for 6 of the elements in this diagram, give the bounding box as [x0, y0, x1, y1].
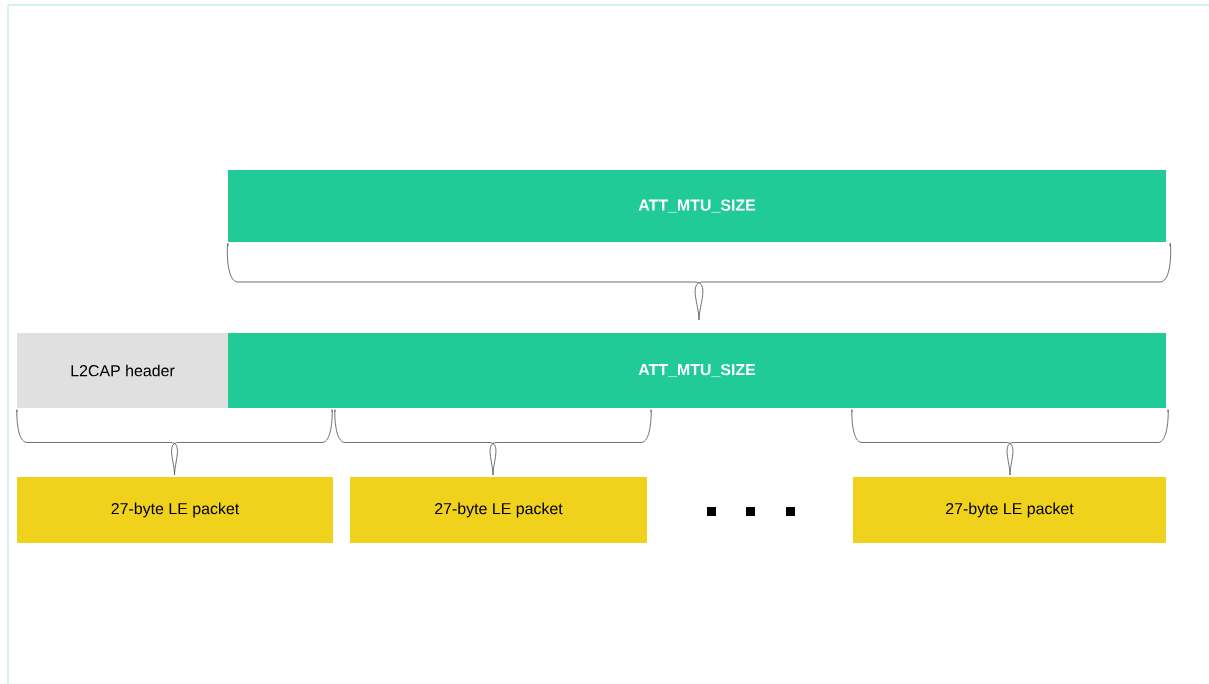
- size-bar: ATT_MTU_SIZE: [228, 170, 1166, 242]
- packet-box: 27-byte LE packet: [350, 477, 647, 543]
- packet-box: 27-byte LE packet: [17, 477, 333, 543]
- packet-box: 27-byte LE packet: [853, 477, 1166, 543]
- header-box: L2CAP header: [17, 333, 228, 408]
- size-bar: ATT_MTU_SIZE: [228, 333, 1166, 408]
